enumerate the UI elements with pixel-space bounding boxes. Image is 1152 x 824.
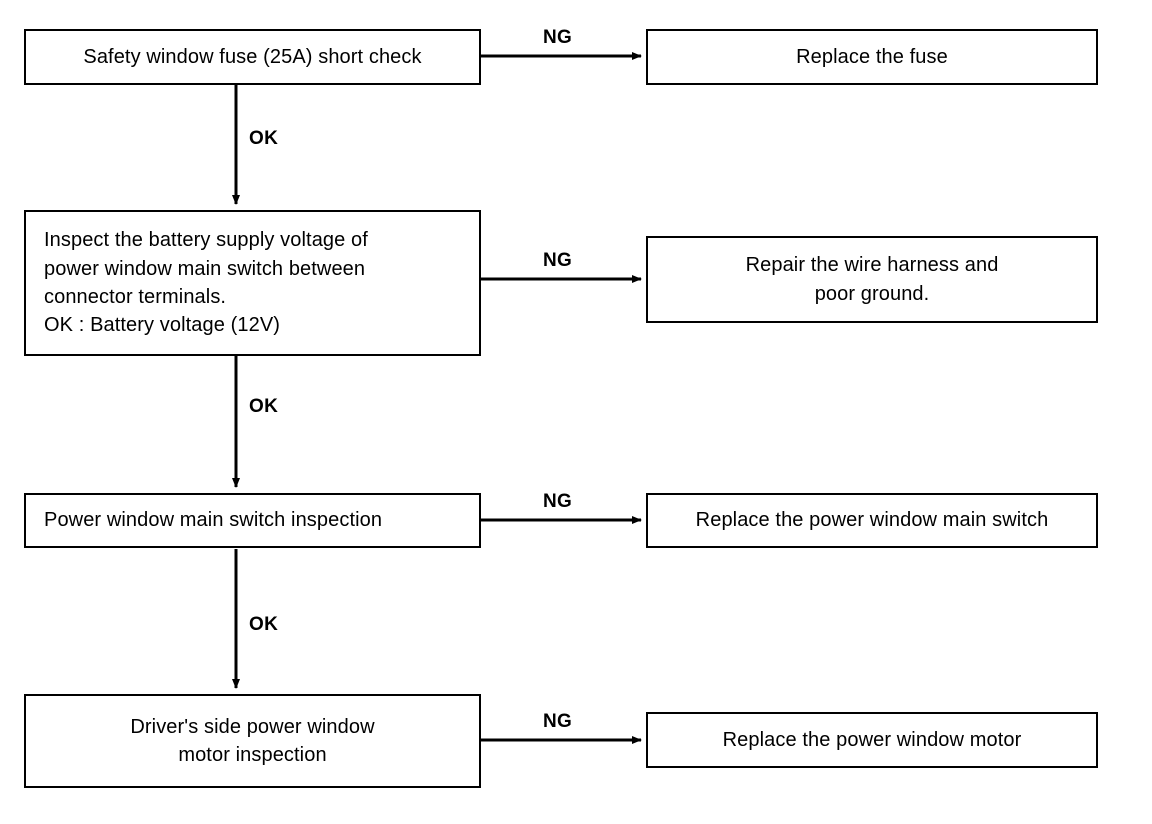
action-box-step-2-label: Repair the wire harness and poor ground. xyxy=(745,254,999,305)
action-box-step-1[interactable]: Replace the fuse xyxy=(646,29,1098,85)
action-box-step-4[interactable]: Replace the power window motor xyxy=(646,712,1098,768)
action-box-step-2[interactable]: Repair the wire harness and poor ground. xyxy=(646,236,1098,323)
ok-label-step-3: OK xyxy=(249,614,279,635)
action-box-step-4-label: Replace the power window motor xyxy=(722,728,1022,751)
check-box-step-1[interactable]: Safety window fuse (25A) short check xyxy=(24,29,481,85)
check-box-step-2[interactable]: Inspect the battery supply voltage of po… xyxy=(24,210,481,356)
check-box-step-3-label: Power window main switch inspection xyxy=(44,509,383,532)
check-box-step-4[interactable]: Driver's side power window motor inspect… xyxy=(24,694,481,788)
action-box-step-3-label: Replace the power window main switch xyxy=(695,509,1049,532)
check-box-step-4-label: Driver's side power window motor inspect… xyxy=(130,715,375,766)
check-box-step-1-label: Safety window fuse (25A) short check xyxy=(83,45,422,68)
ng-label-step-3: NG xyxy=(543,491,573,512)
ok-label-step-1: OK xyxy=(249,128,279,149)
check-box-step-2-label: Inspect the battery supply voltage of po… xyxy=(44,229,368,337)
ng-label-step-4: NG xyxy=(543,711,573,732)
ok-label-step-2: OK xyxy=(249,396,279,417)
check-box-step-3[interactable]: Power window main switch inspection xyxy=(24,493,481,548)
ng-label-step-2: NG xyxy=(543,250,573,271)
action-box-step-1-label: Replace the fuse xyxy=(796,45,948,68)
action-box-step-3[interactable]: Replace the power window main switch xyxy=(646,493,1098,548)
ng-label-step-1: NG xyxy=(543,27,573,48)
